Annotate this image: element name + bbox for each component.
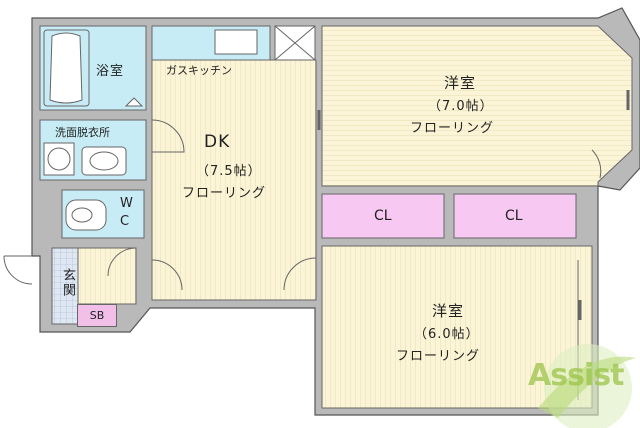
room1-floor-type: フローリング	[410, 121, 495, 136]
kitchen-label: ガスキッチン	[166, 64, 232, 77]
dk-floor	[151, 59, 317, 301]
bathroom-label: 浴室	[96, 64, 125, 79]
assist-logo	[538, 344, 636, 428]
room1-name: 洋室	[444, 74, 477, 92]
room1-floor	[321, 25, 633, 187]
logo-text: Assist	[528, 358, 624, 393]
dk-size: （7.5帖）	[196, 164, 262, 179]
room2-size: （6.0帖）	[414, 327, 480, 342]
wc-label-w: W	[120, 196, 134, 211]
closet2	[453, 193, 577, 239]
toilet	[65, 199, 107, 231]
washroom-label: 洗面脱衣所	[55, 126, 110, 139]
sink	[81, 146, 127, 176]
dk-floor-type: フローリング	[182, 186, 267, 201]
kitchen-sink	[214, 29, 258, 55]
entrance-label: 玄関	[60, 268, 75, 298]
closet1	[321, 193, 445, 239]
room2-floor-type: フローリング	[396, 349, 481, 364]
closet2-label: CL	[505, 208, 523, 224]
dk-name: DK	[204, 132, 231, 152]
wc-label-c: C	[120, 214, 131, 229]
room2-name: 洋室	[432, 302, 465, 320]
sb-label: SB	[77, 304, 117, 327]
room1-size: （7.0帖）	[428, 99, 494, 114]
closet1-label: CL	[374, 208, 392, 224]
